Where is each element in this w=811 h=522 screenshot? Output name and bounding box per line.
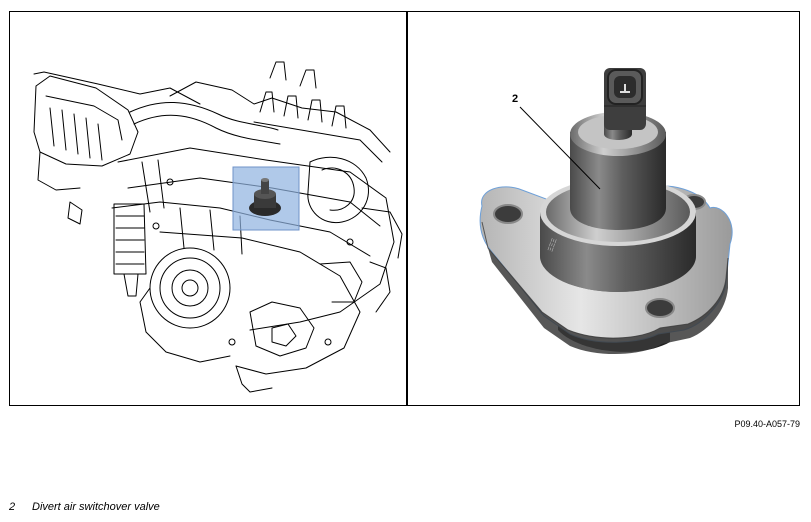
valve-detail-panel: ΞΞΞ 2 [408, 12, 799, 405]
callout-leader-line [519, 106, 601, 190]
valve-illustration: ΞΞΞ [479, 68, 733, 355]
valve-location-marker [249, 178, 281, 216]
legend: 2 Divert air switchover valve [9, 501, 160, 513]
legend-item-number: 2 [9, 501, 16, 513]
engine-overview-panel [10, 12, 406, 405]
figure-frame: ΞΞΞ 2 [9, 11, 800, 406]
svg-text:ΞΞΞ: ΞΞΞ [547, 237, 558, 253]
legend-item-label: Divert air switchover valve [32, 501, 160, 513]
callout-label: 2 [512, 93, 519, 105]
panel-divider [406, 12, 408, 405]
engine-line-drawing [33, 61, 403, 393]
figure-reference-code: P09.40-A057-79 [734, 419, 800, 429]
